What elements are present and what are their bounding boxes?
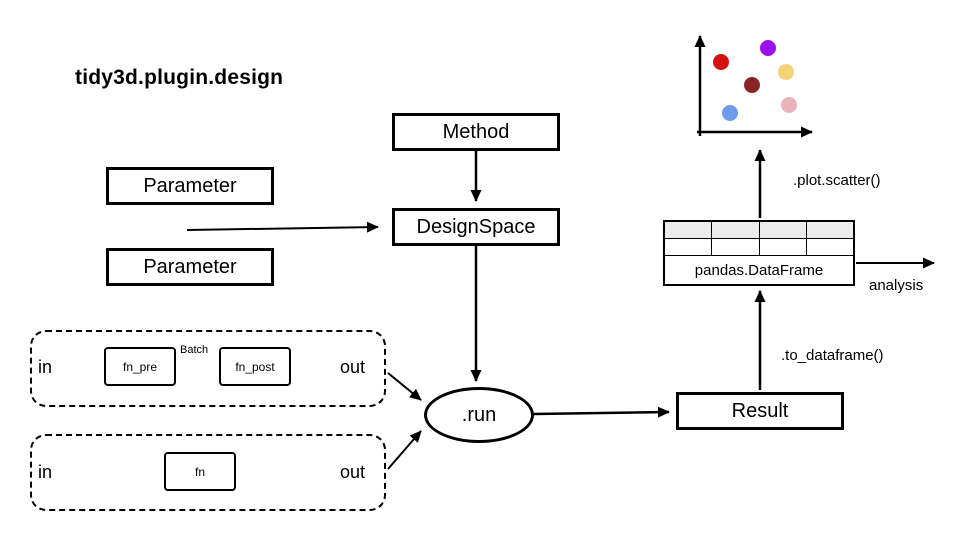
scatter-dot <box>760 40 776 56</box>
fn-node: fn <box>164 452 236 491</box>
result-node: Result <box>676 392 844 430</box>
dataframe-grid-row <box>665 239 853 256</box>
dataframe-node-label: pandas.DataFrame <box>694 261 824 279</box>
to-dataframe-label: .to_dataframe() <box>781 347 884 364</box>
fn-pre-node-label: fn_pre <box>122 359 158 374</box>
scatter-dot <box>713 54 729 70</box>
fn-pre-node: fn_pre <box>104 347 176 386</box>
arrow-parameters-to-designspace <box>186 221 379 233</box>
batch-pipeline-out-label: out <box>340 357 366 377</box>
single-pipeline-out-label: out <box>340 462 366 482</box>
run-node: .run <box>424 387 534 443</box>
parameter-node-2: Parameter <box>106 248 274 286</box>
scatter-dot <box>778 64 794 80</box>
method-node-label: Method <box>442 120 510 143</box>
run-node-label: .run <box>461 403 497 426</box>
fn-post-node-label: fn_post <box>235 359 275 374</box>
arrow-single-pipeline-to-run <box>387 430 422 470</box>
result-node-label: Result <box>731 399 789 422</box>
batch-label: Batch <box>180 344 209 356</box>
scatter-dot <box>781 97 797 113</box>
method-node: Method <box>392 113 560 151</box>
single-pipeline-in-label: in <box>38 462 53 482</box>
analysis-label: analysis <box>869 277 924 294</box>
parameter-node-2-label: Parameter <box>143 255 237 278</box>
fn-post-node: fn_post <box>219 347 291 386</box>
scatter-dot <box>722 105 738 121</box>
designspace-node: DesignSpace <box>392 208 560 246</box>
arrow-batch-pipeline-to-run <box>387 372 422 401</box>
scatter-points <box>713 40 797 121</box>
plot-scatter-label: .plot.scatter() <box>793 172 881 189</box>
arrow-run-to-result <box>533 406 670 418</box>
parameter-node-1: Parameter <box>106 167 274 205</box>
parameter-node-1-label: Parameter <box>143 174 237 197</box>
diagram-title: tidy3d.plugin.design <box>75 66 284 89</box>
fn-node-label: fn <box>194 464 205 479</box>
designspace-node-label: DesignSpace <box>416 215 536 238</box>
scatter-dot <box>744 77 760 93</box>
batch-pipeline-in-label: in <box>38 357 53 377</box>
dataframe-node: pandas.DataFrame <box>663 220 855 286</box>
dataframe-header-row <box>665 222 853 239</box>
batch-pipeline-box <box>30 330 386 407</box>
